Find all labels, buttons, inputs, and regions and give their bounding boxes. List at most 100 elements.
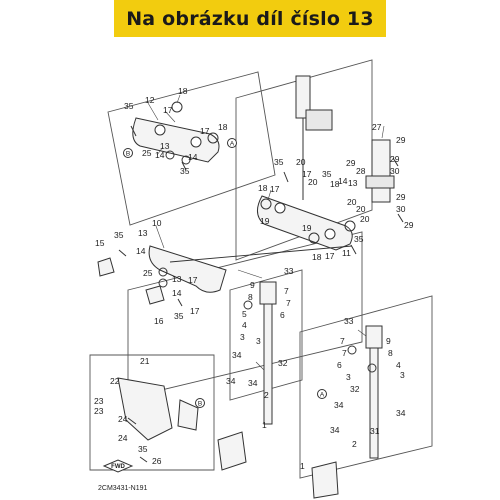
callout-4: 4 [242, 320, 247, 330]
bolts [118, 125, 404, 463]
ref-marker-b-upper-label: B [126, 151, 130, 158]
ref-marker-a-lower-label: A [320, 392, 325, 399]
callout-17: 17 [325, 251, 335, 261]
callout-7: 7 [342, 348, 347, 358]
fwd-arrow: FWD [102, 459, 134, 473]
callout-25: 25 [143, 268, 153, 278]
lower-bracket-frame [89, 354, 215, 471]
ref-marker-a-upper [227, 138, 237, 148]
callout-28: 28 [356, 166, 366, 176]
right-fork-frame [299, 295, 433, 479]
callout-29: 29 [346, 158, 356, 168]
ref-marker-b-lower-label: B [198, 401, 202, 408]
callout-24: 24 [118, 433, 128, 443]
ref-marker-b-lower [195, 398, 205, 408]
callout-16: 16 [154, 316, 164, 326]
ref-marker-b-upper [123, 148, 133, 158]
callout-6: 6 [280, 310, 285, 320]
callout-29: 29 [390, 154, 400, 164]
callout-7: 7 [284, 286, 289, 296]
callout-5: 5 [242, 309, 247, 319]
callout-35: 35 [174, 311, 184, 321]
callout-19: 19 [260, 216, 270, 226]
callout-18: 18 [312, 252, 322, 262]
callout-3: 3 [400, 370, 405, 380]
callout-3: 3 [346, 372, 351, 382]
right-clamp-part [365, 139, 395, 203]
callout-34: 34 [330, 425, 340, 435]
callout-1: 1 [262, 420, 267, 430]
callout-1: 1 [300, 461, 305, 471]
callout-33: 33 [284, 266, 294, 276]
callout-30: 30 [390, 166, 400, 176]
assembly-frames [89, 59, 433, 479]
callout-13: 13 [348, 178, 358, 188]
callout-6: 6 [337, 360, 342, 370]
callout-34: 34 [226, 376, 236, 386]
callout-34: 34 [396, 408, 406, 418]
callout-7: 7 [340, 336, 345, 346]
callout-17: 17 [200, 126, 210, 136]
callout-32: 32 [350, 384, 360, 394]
callout-8: 8 [388, 348, 393, 358]
steering-crown-frame [235, 59, 373, 261]
ref-marker-a-upper-label: A [230, 141, 235, 148]
callout-30: 30 [396, 204, 406, 214]
callout-23: 23 [94, 396, 104, 406]
callout-21: 21 [140, 356, 150, 366]
callout-35: 35 [124, 101, 134, 111]
callout-35: 35 [180, 166, 190, 176]
callout-14: 14 [188, 152, 198, 162]
callout-14: 14 [338, 176, 348, 186]
callout-13: 13 [172, 274, 182, 284]
callout-19: 19 [302, 223, 312, 233]
callout-35: 35 [354, 234, 364, 244]
washers [158, 101, 377, 373]
callout-9: 9 [386, 336, 391, 346]
callout-12: 12 [145, 95, 155, 105]
callout-7: 7 [286, 298, 291, 308]
callout-18: 18 [178, 86, 188, 96]
callout-34: 34 [334, 400, 344, 410]
small-blocks [97, 257, 165, 305]
leader-lines [147, 94, 385, 371]
callout-3: 3 [240, 332, 245, 342]
callout-17: 17 [163, 105, 173, 115]
right-fork-part [311, 325, 383, 499]
part-number-banner: Na obrázku díl číslo 13 [114, 0, 386, 37]
callout-29: 29 [404, 220, 414, 230]
callout-20: 20 [308, 177, 318, 187]
callout-26: 26 [152, 456, 162, 466]
callout-32: 32 [278, 358, 288, 368]
callout-14: 14 [136, 246, 146, 256]
callout-18: 18 [258, 183, 268, 193]
callout-4: 4 [396, 360, 401, 370]
diagram-code: 2CM3431-N191 [98, 485, 148, 492]
callout-27: 27 [372, 122, 382, 132]
callout-20: 20 [360, 214, 370, 224]
left-fork-frame [229, 269, 303, 401]
callout-17: 17 [190, 306, 200, 316]
callout-29: 29 [396, 135, 406, 145]
callout-34: 34 [232, 350, 242, 360]
callout-35: 35 [138, 444, 148, 454]
callout-10: 10 [152, 218, 162, 228]
callout-18: 18 [330, 179, 340, 189]
callout-25: 25 [142, 148, 152, 158]
callout-18: 18 [218, 122, 228, 132]
callout-35: 35 [322, 169, 332, 179]
fwd-label: FWD [111, 464, 125, 470]
part-callouts: 12 17 18 35 17 18 25 14 13 14 35 35 20 1… [94, 86, 414, 471]
handlebar-frame [127, 231, 363, 399]
callout-23: 23 [94, 406, 104, 416]
callout-13: 13 [138, 228, 148, 238]
callout-17: 17 [188, 275, 198, 285]
callout-29: 29 [396, 192, 406, 202]
callout-15: 15 [95, 238, 105, 248]
callout-2: 2 [264, 390, 269, 400]
callout-34: 34 [248, 378, 258, 388]
steering-stem-part [295, 75, 333, 200]
callout-33: 33 [344, 316, 354, 326]
callout-35: 35 [274, 157, 284, 167]
